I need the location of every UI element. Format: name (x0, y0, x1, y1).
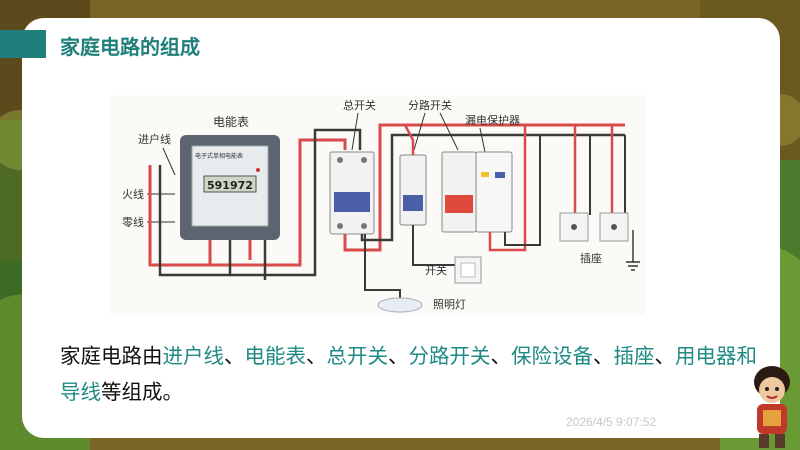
branch-1-out (412, 225, 455, 266)
term-meter: 电能表 (244, 344, 307, 368)
main-switch-screw-3 (337, 223, 343, 229)
separator: 、 (224, 344, 245, 368)
label-branch-switch: 分路开关 (408, 98, 452, 112)
leakage-test-button (495, 172, 505, 178)
leakage-indicator (481, 172, 489, 177)
meter-display (203, 175, 257, 193)
live-wire-in (148, 165, 210, 267)
body-text-lead: 家庭电路由 (60, 344, 163, 368)
socket-2-hole (611, 224, 617, 230)
pointer-leakage (479, 127, 486, 153)
main-switch-screw-2 (361, 157, 367, 163)
main-switch-toggle (334, 192, 370, 212)
separator: 、 (490, 344, 512, 368)
label-neutral-wire: 零线 (122, 215, 144, 229)
term-main-switch: 总开关 (326, 344, 389, 368)
meter-led (256, 168, 260, 172)
label-leakage-protector: 漏电保护器 (465, 113, 520, 127)
separator: 、 (593, 344, 614, 368)
label-meter: 电能表 (213, 115, 249, 129)
branch-switch-1-toggle (403, 195, 423, 211)
main-switch-screw-4 (361, 223, 367, 229)
branch-switch-1 (399, 154, 427, 226)
pointer-main-switch (351, 112, 359, 151)
term-branch-switch: 分路开关 (408, 344, 491, 368)
branch-switch-2-toggle (445, 195, 473, 213)
term-appliance-and-wire: 用电器和导线 (60, 344, 757, 404)
meter-live-out (208, 138, 347, 267)
main-switch-screw-1 (337, 157, 343, 163)
leakage-out-wire-2 (504, 135, 541, 246)
timestamp: 2026/4/5 9:07:52 (566, 415, 657, 429)
ground-icon (626, 261, 640, 271)
term-incoming-line: 进户线 (162, 344, 225, 368)
label-socket: 插座 (580, 251, 602, 265)
socket-1 (559, 212, 589, 242)
light-switch-rocker (460, 262, 476, 278)
bus-neutral (360, 133, 625, 242)
title-accent-bar (0, 30, 46, 58)
neutral-wire-in (158, 165, 230, 277)
separator: 、 (306, 344, 327, 368)
label-incoming-line: 进户线 (138, 132, 171, 146)
lamp-icon (377, 297, 423, 313)
pointer-branch-2 (439, 112, 459, 151)
meter-face-title: 电子式单相电能表 (195, 152, 243, 160)
lamp-wire (364, 234, 401, 300)
label-switch: 开关 (425, 263, 447, 277)
bus-live (343, 123, 625, 252)
socket-1-hole (571, 224, 577, 230)
term-socket: 插座 (613, 344, 655, 368)
label-main-switch: 总开关 (343, 98, 376, 112)
meter-reading: 591972 (207, 179, 253, 192)
slide-title: 家庭电路的组成 (60, 35, 200, 59)
leakage-out-wire (488, 125, 527, 252)
term-safety-device: 保险设备 (511, 344, 593, 368)
mascot-character (754, 366, 790, 448)
meter-neutral-out (228, 128, 362, 277)
label-lamp: 照明灯 (433, 298, 466, 311)
branch-switch-2 (441, 151, 477, 233)
separator: 、 (654, 344, 676, 368)
branch-1-wire (403, 124, 415, 155)
pointer-branch-1 (413, 112, 426, 151)
body-text-tail: 等组成。 (101, 380, 183, 404)
separator: 、 (388, 344, 409, 368)
leakage-protector (475, 151, 513, 233)
body-paragraph: 家庭电路由进户线、电能表、总开关、分路开关、保险设备、插座、用电器和导线等组成。 (60, 338, 760, 410)
label-live-wire: 火线 (122, 187, 144, 201)
pointer-incoming (162, 147, 176, 176)
